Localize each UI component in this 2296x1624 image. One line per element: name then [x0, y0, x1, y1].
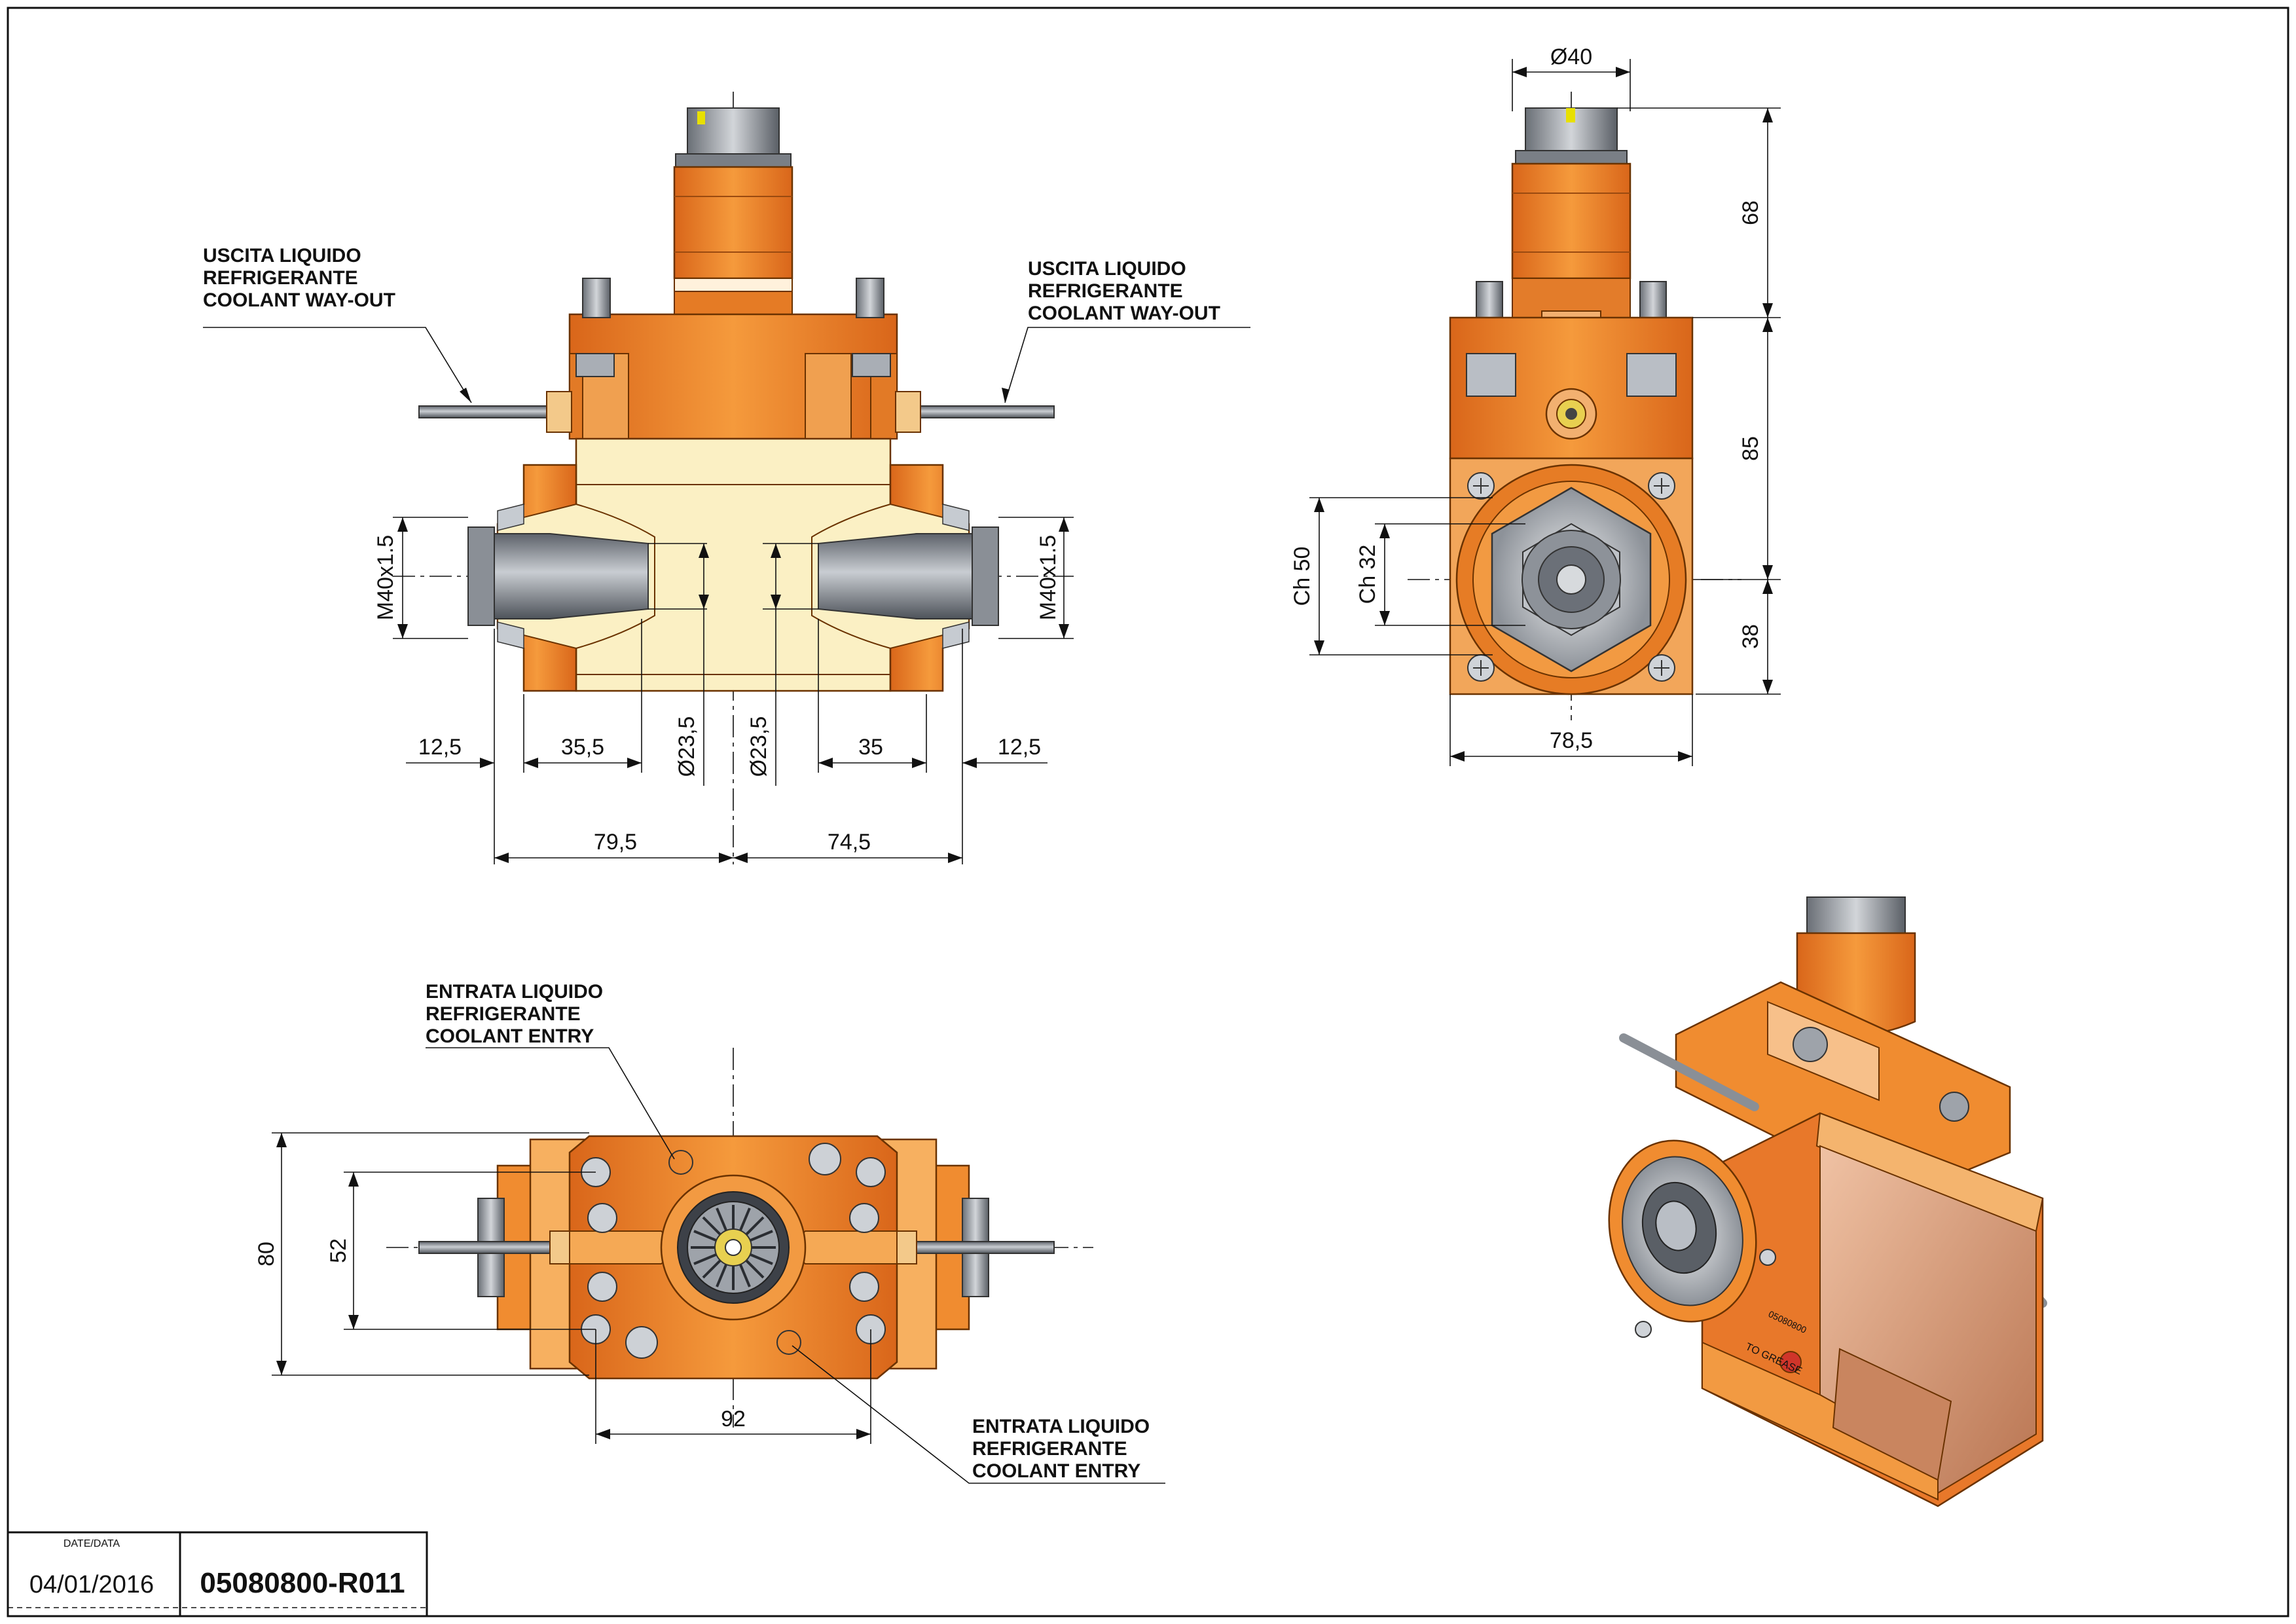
title-block: DATE/DATA 04/01/2016 05080800-R011 — [7, 1531, 428, 1617]
dim-dia-left: Ø23,5 — [674, 716, 699, 777]
title-date-label: DATE/DATA — [64, 1538, 120, 1549]
note-coolant-out-right-1: USCITA LIQUIDO — [1028, 258, 1186, 280]
dim-79-5: 79,5 — [594, 830, 637, 855]
dim-dia-40: Ø40 — [1550, 45, 1592, 69]
collet-left — [471, 533, 649, 619]
dim-ch-32: Ch 32 — [1355, 545, 1380, 604]
coolant-pipe-right — [916, 405, 1055, 418]
front-spindle-housing — [673, 166, 793, 280]
dim-dia-right: Ø23,5 — [746, 716, 771, 777]
dim-12-5-left: 12,5 — [418, 735, 462, 760]
dim-35-5: 35,5 — [561, 735, 604, 760]
dim-85: 85 — [1738, 436, 1763, 461]
note-coolant-out-left-1: USCITA LIQUIDO — [203, 245, 361, 267]
note-coolant-entry-bottom-1: ENTRATA LIQUIDO — [972, 1416, 1150, 1437]
isometric-view — [1608, 896, 2047, 1507]
note-coolant-out-left-2: REFRIGERANTE — [203, 267, 358, 289]
front-view — [203, 92, 1250, 864]
plan-view — [272, 1047, 1165, 1484]
note-coolant-out-left-3: COOLANT WAY-OUT — [203, 289, 395, 311]
note-coolant-entry-bottom-3: COOLANT ENTRY — [972, 1460, 1140, 1482]
dim-thread-left: M40x1.5 — [373, 535, 398, 620]
dim-38: 38 — [1738, 624, 1763, 649]
dim-52: 52 — [326, 1238, 351, 1263]
collet-right — [818, 533, 996, 619]
plan-view-labels: ENTRATA LIQUIDO REFRIGERANTE COOLANT ENT… — [254, 981, 1150, 1482]
note-coolant-entry-top-2: REFRIGERANTE — [426, 1003, 581, 1025]
dim-12-5-right: 12,5 — [998, 735, 1041, 760]
sheet-border — [7, 7, 2289, 1617]
coolant-pipe-left — [418, 405, 551, 418]
front-view-labels: USCITA LIQUIDO REFRIGERANTE COOLANT WAY-… — [203, 245, 1220, 855]
dim-68: 68 — [1738, 200, 1763, 225]
note-coolant-out-right-3: COOLANT WAY-OUT — [1028, 303, 1220, 324]
dim-thread-right: M40x1.5 — [1036, 535, 1061, 620]
note-coolant-entry-top-3: COOLANT ENTRY — [426, 1025, 594, 1047]
side-view — [1309, 59, 1781, 766]
dim-80: 80 — [254, 1242, 279, 1266]
dim-ch-50: Ch 50 — [1290, 547, 1315, 606]
dim-92: 92 — [721, 1407, 746, 1431]
dim-35: 35 — [858, 735, 883, 760]
dim-78-5: 78,5 — [1550, 728, 1593, 753]
side-view-labels: Ø40 68 85 38 Ch 50 Ch 32 78,5 — [1290, 45, 1763, 753]
title-drawing-number: 05080800-R011 — [200, 1567, 405, 1599]
title-date: 04/01/2016 — [29, 1571, 154, 1598]
dim-74-5: 74,5 — [828, 830, 871, 855]
note-coolant-entry-bottom-2: REFRIGERANTE — [972, 1438, 1127, 1460]
note-coolant-entry-top-1: ENTRATA LIQUIDO — [426, 981, 603, 1003]
note-coolant-out-right-2: REFRIGERANTE — [1028, 280, 1183, 302]
